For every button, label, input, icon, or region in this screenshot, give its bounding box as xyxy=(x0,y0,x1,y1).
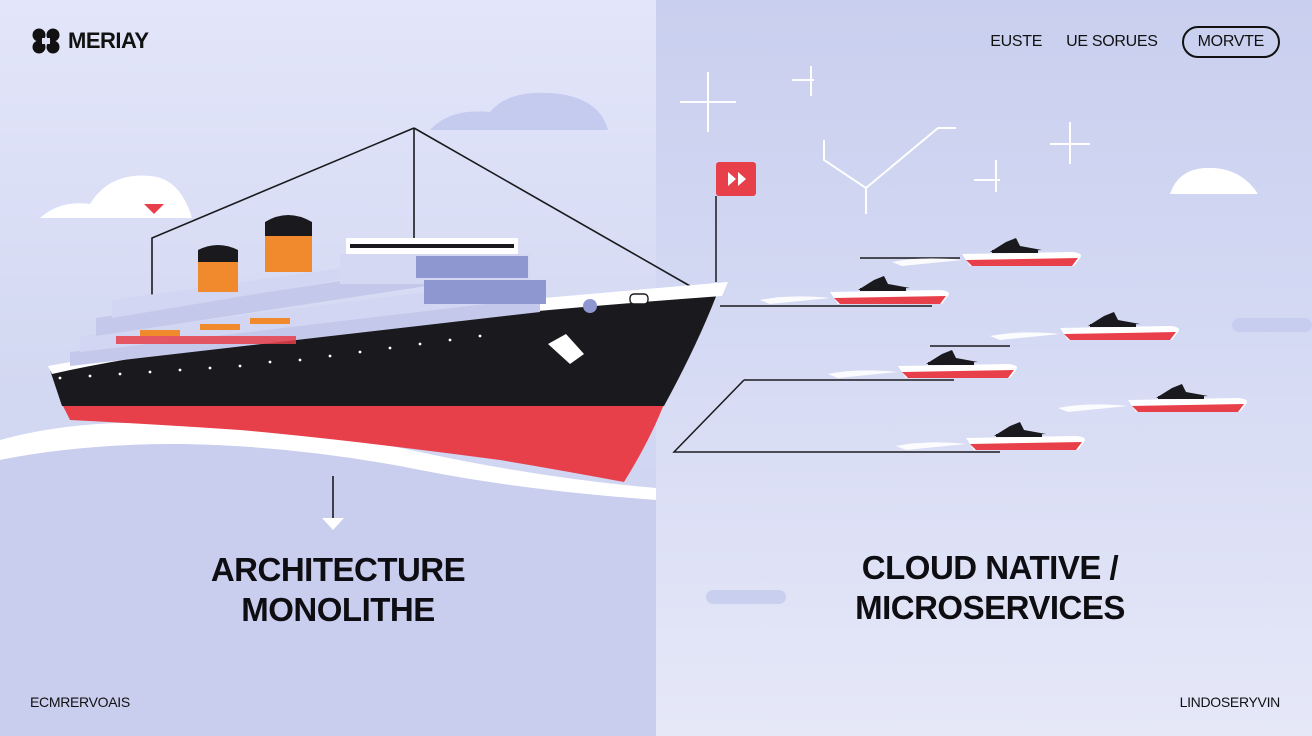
nav-link-2[interactable]: UE SORUES xyxy=(1066,33,1158,50)
footer-left-label: ECMRERVOAIS xyxy=(30,694,130,710)
speedboat xyxy=(892,238,1081,266)
cta-button[interactable]: MORVTE xyxy=(1181,26,1280,58)
arrow-down-icon xyxy=(322,476,344,530)
sparkles xyxy=(680,66,1090,214)
speedboat xyxy=(828,350,1017,378)
nav-link-1[interactable]: EUSTE xyxy=(990,33,1043,50)
brand-name: MERIAY xyxy=(68,28,149,53)
cloud-title-line-1: CLOUD NATIVE / xyxy=(861,549,1119,586)
connector-lines xyxy=(672,196,1010,453)
speedboat xyxy=(990,312,1179,340)
speedboat xyxy=(760,276,949,304)
ship-rigging xyxy=(151,127,691,308)
cloud-title-line-2: MICROSERVICES xyxy=(855,589,1125,626)
speedboats xyxy=(760,238,1247,450)
cloud-right xyxy=(1170,167,1258,194)
monolith-title-line-2: MONOLITHE xyxy=(241,591,435,628)
ship-monolith xyxy=(48,215,728,482)
monolith-heading: ARCHITECTURE MONOLITHE xyxy=(178,550,498,630)
brand[interactable]: MERIAY xyxy=(30,28,149,54)
cloud-left xyxy=(40,175,192,218)
monolith-title-line-1: ARCHITECTURE xyxy=(210,551,466,588)
bird-mark xyxy=(144,204,164,214)
flag xyxy=(716,162,756,196)
cloud-native-heading: CLOUD NATIVE / MICROSERVICES xyxy=(820,548,1160,628)
wave-fill xyxy=(0,444,656,736)
footer-right-label: LINDOSERYVIN xyxy=(1179,694,1281,710)
speedboat xyxy=(1058,384,1247,412)
wave-white xyxy=(0,422,656,500)
top-nav: EUSTE UE SORUES MORVTE xyxy=(990,26,1280,58)
fast-forward-icon xyxy=(728,172,746,186)
speedboat xyxy=(896,422,1085,450)
clover-logo-icon xyxy=(32,28,60,54)
cloud-top xyxy=(430,92,608,130)
